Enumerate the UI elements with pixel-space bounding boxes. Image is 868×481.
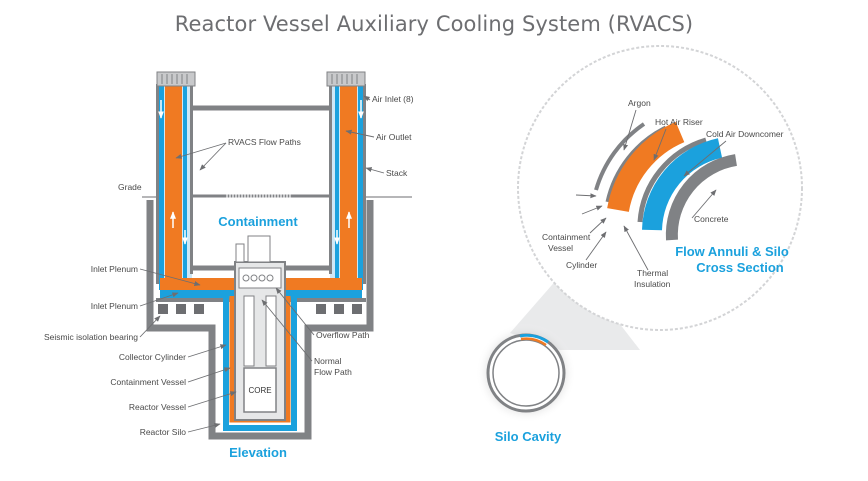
silo-outer-ring (486, 333, 566, 413)
elevation-title: Elevation (229, 445, 287, 460)
silo-cold-flow (223, 296, 297, 431)
diagram-title: Reactor Vessel Auxiliary Cooling System … (174, 12, 694, 36)
cross-section-title-2: Cross Section (696, 260, 783, 275)
reactor-head (238, 267, 282, 289)
seismic-bearings (158, 304, 362, 314)
cross-section-title-1: Flow Annuli & Silo (675, 244, 789, 259)
label-grade: Grade (118, 182, 142, 192)
label-cs-containment-1: Containment (542, 232, 591, 242)
label-inlet-plenum-lower: Inlet Plenum (91, 301, 138, 311)
elevation-leaders (139, 95, 385, 433)
label-normal-flow-path-2: Flow Path (314, 367, 352, 377)
label-cs-containment-2: Vessel (548, 243, 573, 253)
core (243, 367, 277, 413)
label-overflow-path: Overflow Path (316, 330, 370, 340)
label-reactor-vessel: Reactor Vessel (129, 402, 186, 412)
label-collector-cylinder: Collector Cylinder (119, 352, 186, 362)
silo-cavity: Silo Cavity (476, 323, 576, 444)
label-cold-air-downcomer: Cold Air Downcomer (706, 129, 784, 139)
label-containment-vessel: Containment Vessel (110, 377, 186, 387)
containment-label: Containment (218, 214, 298, 229)
annuli-bands (594, 121, 738, 241)
right-stack-cold-downcomer (358, 84, 363, 290)
flow-arrows (158, 100, 364, 245)
left-air-inlet-cap (156, 71, 196, 87)
right-stack-hot-riser (340, 84, 357, 294)
label-normal-flow-path-1: Normal (314, 356, 342, 366)
label-cylinder: Cylinder (566, 260, 597, 270)
label-stack: Stack (386, 168, 408, 178)
label-thermal-2: Insulation (634, 279, 671, 289)
label-reactor-silo: Reactor Silo (140, 427, 187, 437)
silo-cavity-title: Silo Cavity (495, 429, 562, 444)
cross-section: Argon Hot Air Riser Cold Air Downcomer C… (510, 45, 803, 350)
label-hot-air-riser: Hot Air Riser (655, 117, 703, 127)
label-air-inlet: Air Inlet (8) (372, 94, 414, 104)
label-argon: Argon (628, 98, 651, 108)
elevation-section: CORE Containment Elevation Air Inlet (8)… (44, 71, 414, 460)
label-thermal-1: Thermal (637, 268, 668, 278)
left-stack-cold-downcomer (159, 84, 164, 290)
cross-section-leaders (575, 109, 727, 271)
label-seismic-isolation-bearing: Seismic isolation bearing (44, 332, 138, 342)
label-air-outlet: Air Outlet (376, 132, 412, 142)
label-concrete: Concrete (694, 214, 729, 224)
foundation-wall (146, 200, 374, 440)
left-stack-hot-riser (165, 84, 182, 294)
internal-pump (243, 295, 255, 367)
core-label: CORE (248, 386, 271, 395)
right-air-inlet-cap (326, 71, 366, 87)
label-inlet-plenum-upper: Inlet Plenum (91, 264, 138, 274)
label-rvacs-flow-paths: RVACS Flow Paths (228, 137, 301, 147)
silo-inner-ring (492, 339, 560, 407)
left-stack-cold-inner (183, 84, 187, 284)
control-rod-drive (235, 243, 245, 263)
